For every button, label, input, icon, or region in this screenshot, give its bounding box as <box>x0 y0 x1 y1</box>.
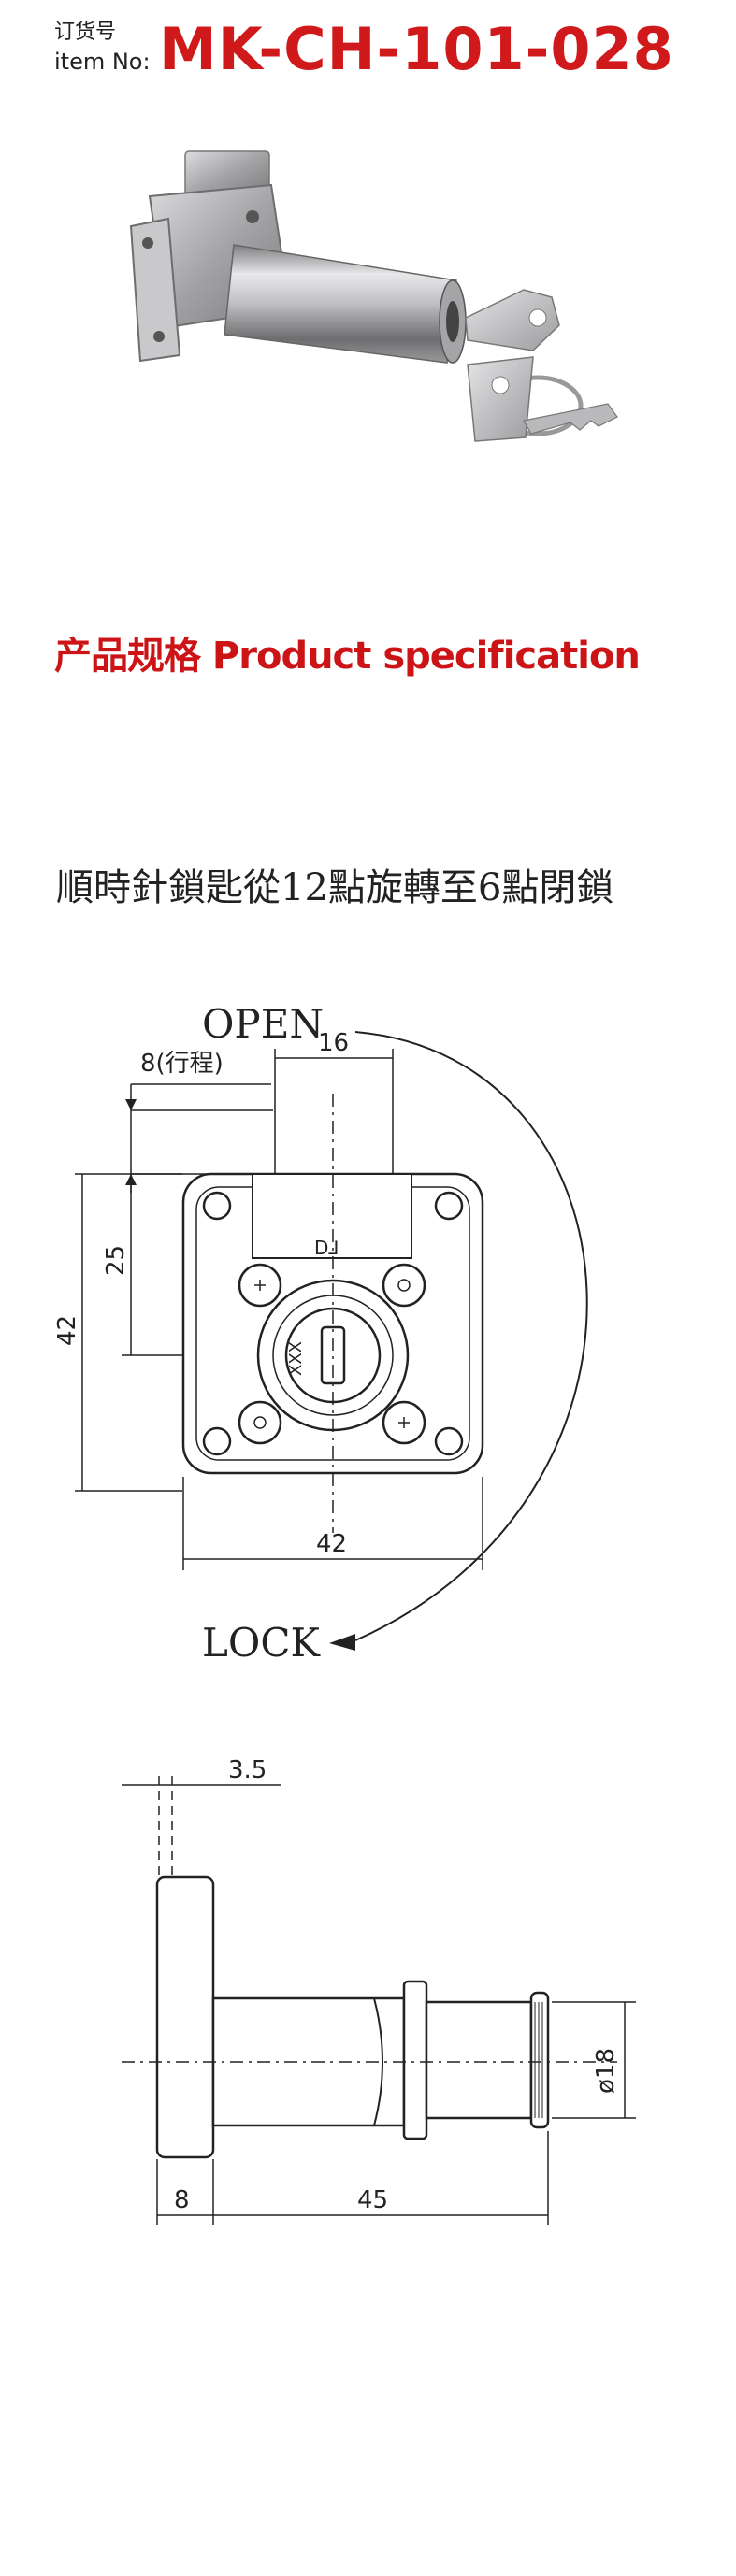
dim-width: 42 <box>316 1530 347 1558</box>
svg-text:D⅃: D⅃ <box>314 1237 339 1259</box>
open-label: OPEN <box>202 1001 324 1047</box>
item-label-cn: 订货号 <box>54 21 117 44</box>
item-label-en: item No: <box>54 49 151 75</box>
dim-width-top: 16 <box>318 1029 349 1057</box>
product-photo <box>129 150 618 442</box>
side-view-drawing: 3.5 ø18 8 45 <box>122 1757 636 2225</box>
front-view-drawing: OPEN LOCK 16 8(行程) 25 42 <box>53 1001 588 1666</box>
dim-top: 3.5 <box>228 1757 267 1784</box>
dim-height: 42 <box>53 1315 81 1346</box>
dim-plate: 8 <box>174 2186 190 2214</box>
dim-diameter: ø18 <box>592 2048 620 2094</box>
dim-length: 45 <box>357 2186 388 2214</box>
section-title: 产品规格 Product specification <box>54 635 641 678</box>
dim-stroke: 8(行程) <box>140 1050 224 1078</box>
rotation-caption: 順時針鎖匙從12點旋轉至6點閉鎖 <box>56 866 614 909</box>
lock-label: LOCK <box>202 1620 321 1666</box>
dim-25: 25 <box>102 1245 130 1276</box>
item-number: MK-CH-101-028 <box>159 15 674 83</box>
key-mark: XXX <box>286 1341 306 1376</box>
